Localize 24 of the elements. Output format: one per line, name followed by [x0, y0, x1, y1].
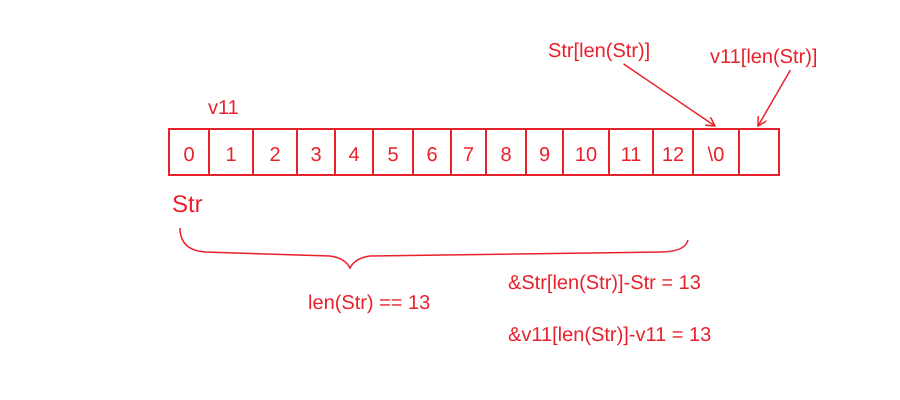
- array-cell: \0: [692, 128, 740, 176]
- array-cell: 6: [412, 128, 452, 176]
- array-cell: 3: [296, 128, 336, 176]
- annotation-text: v11: [208, 96, 239, 121]
- array-cell: [738, 128, 780, 176]
- annotation-text: Str: [172, 190, 203, 220]
- array-cell: 4: [334, 128, 374, 176]
- array-cell: 8: [485, 128, 527, 176]
- array-cell: 0: [168, 128, 210, 176]
- array-cell: 1: [208, 128, 254, 176]
- array-cell: 11: [608, 128, 654, 176]
- arrow: [623, 63, 716, 127]
- array-cell: 10: [562, 128, 610, 176]
- array-cell: 5: [372, 128, 414, 176]
- array-cell: 7: [450, 128, 487, 176]
- array-cell: 2: [252, 128, 298, 176]
- array-cell: 12: [652, 128, 694, 176]
- annotation-text: &v11[len(Str)]-v11 = 13: [508, 323, 712, 348]
- array-cell: 9: [525, 128, 564, 176]
- annotation-text: &Str[len(Str)]-Str = 13: [508, 271, 701, 296]
- pointer-label: v11[len(Str)]: [710, 42, 844, 70]
- pointer-label: Str[len(Str)]: [548, 36, 674, 64]
- annotation-text: len(Str) == 13: [308, 291, 430, 316]
- arrow: [757, 70, 792, 127]
